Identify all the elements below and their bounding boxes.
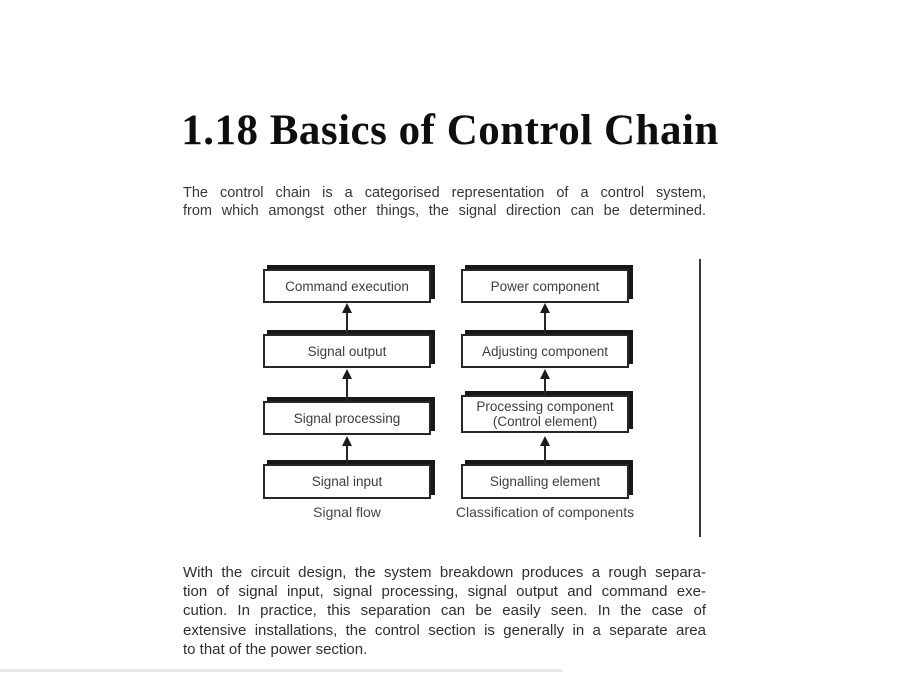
flow-box-command-execution: Command execution [263, 269, 431, 303]
up-arrow-icon [342, 303, 352, 334]
up-arrow-icon [342, 369, 352, 401]
flow-box-label: (Control element) [492, 414, 598, 429]
intro-line: from which amongst other things, the sig… [183, 203, 706, 219]
up-arrow-icon [540, 436, 550, 464]
flow-box-signalling-element: Signalling element [461, 464, 629, 499]
body-line: tion of signal input, signal processing,… [183, 583, 706, 601]
flow-box-label: Power component [490, 278, 600, 294]
intro-line: The control chain is a categorised repre… [183, 185, 706, 201]
flow-box-adjusting-component: Adjusting component [461, 334, 629, 368]
body-line: With the circuit design, the system brea… [183, 564, 706, 581]
flow-box-label: Processing component [476, 399, 614, 414]
flow-box-label: Command execution [285, 278, 409, 294]
right-column-caption: Classification of components [455, 504, 635, 520]
body-line: cution. In practice, this separation can… [183, 602, 706, 620]
body-line: to that of the power section. [183, 640, 368, 658]
flow-box-label: Signal input [311, 474, 383, 489]
flow-box-label: Signal processing [293, 410, 401, 426]
up-arrow-icon [540, 369, 550, 395]
page-title: 1.18 Basics of Control Chain [181, 107, 719, 154]
up-arrow-icon [540, 303, 550, 334]
flow-box-processing-component: Processing component (Control element) [461, 395, 629, 433]
scan-edge-artifact [0, 669, 562, 672]
flow-box-label: Adjusting component [481, 343, 609, 359]
left-column-caption: Signal flow [313, 504, 381, 520]
flow-box-label: Signal output [307, 343, 387, 359]
body-paragraph: With the circuit design, the system brea… [183, 563, 706, 659]
flow-box-signal-output: Signal output [263, 334, 431, 368]
flow-box-label: Signalling element [489, 474, 601, 489]
flow-box-signal-input: Signal input [263, 464, 431, 499]
flow-box-power-component: Power component [461, 269, 629, 303]
up-arrow-icon [342, 436, 352, 464]
body-line: extensive installations, the control sec… [183, 621, 706, 639]
intro-paragraph: The control chain is a categorised repre… [183, 184, 706, 220]
flow-box-signal-processing: Signal processing [263, 401, 431, 435]
